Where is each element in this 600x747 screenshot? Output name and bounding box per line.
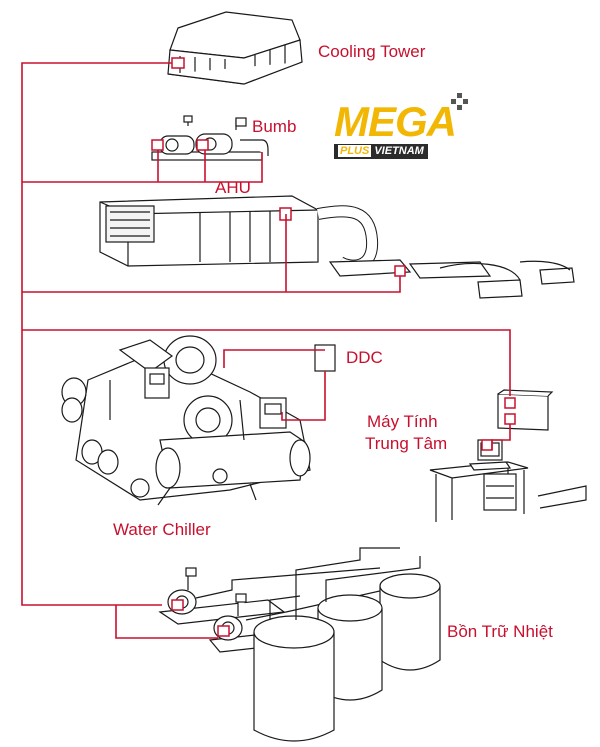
ddc-label: DDC [346, 348, 383, 367]
logo-country-text: VIETNAM [374, 145, 424, 157]
ddc-box [314, 344, 336, 372]
pump-label: Bumb [252, 117, 297, 136]
control-wiring [21, 62, 511, 639]
logo-brand-text: MEGA [334, 98, 457, 145]
duct-sensor [394, 265, 406, 277]
thermal-storage-tanks-drawing [253, 547, 441, 742]
logo-cross-icon [451, 93, 468, 110]
central-computer-drawing [429, 389, 587, 522]
computer-panel-sensor [504, 397, 516, 409]
monitor-sensor [481, 439, 493, 451]
water-chiller-label: Water Chiller [113, 520, 211, 539]
cooling-tower-sensor [171, 57, 185, 69]
computer-panel-sensor-2 [504, 413, 516, 425]
ahu-label: AHU [215, 178, 251, 197]
computer-label-line2: Trung Tâm [365, 434, 448, 453]
cooling-tower-label: Cooling Tower [318, 42, 426, 61]
ahu-drawing [99, 195, 575, 299]
bottom-pump-sensor-2 [217, 625, 230, 637]
pump-sensor-1 [151, 139, 164, 151]
bottom-pump-sensor-1 [171, 599, 184, 611]
pump-sensor-2 [196, 139, 209, 151]
top-pump-drawing [151, 115, 269, 161]
thermal-storage-label: Bồn Trữ Nhiệt [447, 622, 553, 641]
water-chiller-drawing [61, 335, 311, 506]
logo-plus-text: PLUS [338, 145, 372, 157]
computer-label-line1: Máy Tính [367, 412, 438, 431]
cooling-tower-drawing [167, 11, 303, 85]
